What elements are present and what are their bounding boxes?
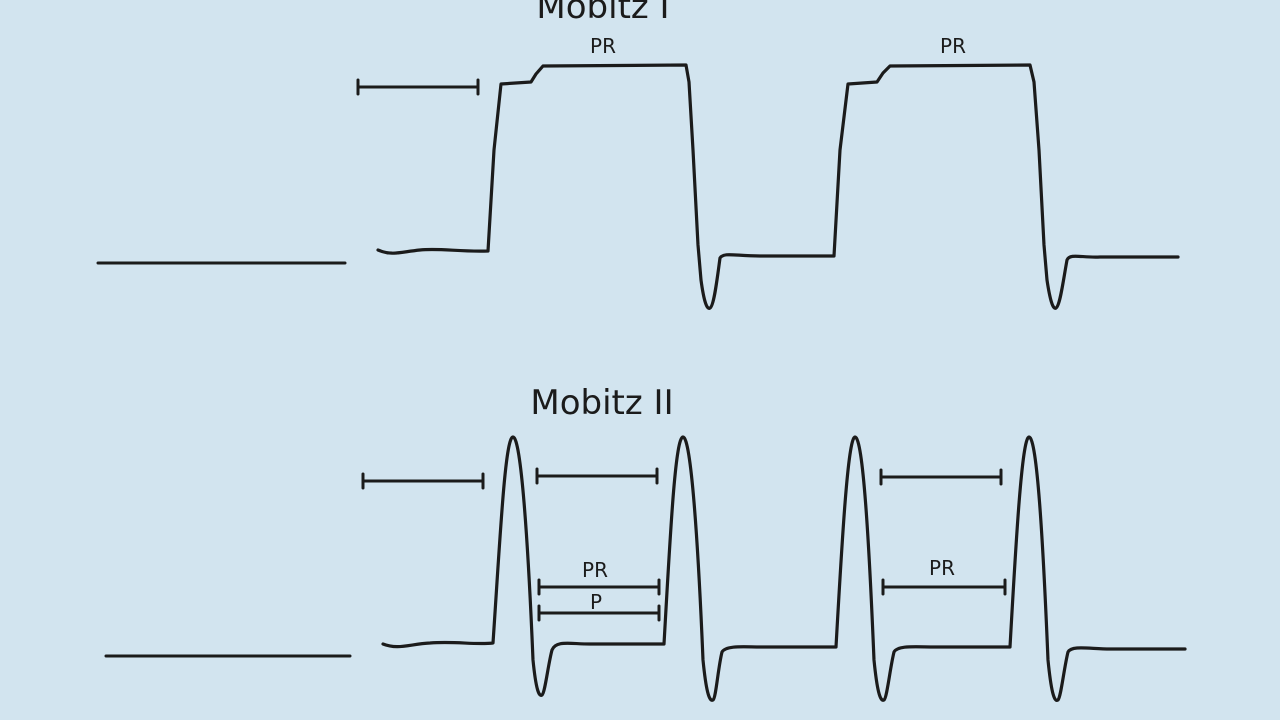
- mobitz-2-pr-label-1: PR: [582, 558, 608, 582]
- mobitz-1-pr-label-1: PR: [590, 34, 616, 58]
- mobitz-2-panel: Mobitz II: [104, 383, 1187, 702]
- mobitz-2-p-label: P: [590, 590, 602, 614]
- mobitz-2-interval-bar-left: [361, 472, 485, 490]
- mobitz-2-interval-bar-top-2: [879, 468, 1003, 486]
- mobitz-1-panel: Mobitz I PR PR: [96, 0, 1180, 310]
- mobitz-1-interval-bar: [356, 78, 480, 96]
- mobitz-2-pr-interval-1: [537, 578, 661, 596]
- mobitz-2-pr-label-2: PR: [929, 556, 955, 580]
- mobitz-2-interval-bar-top-1: [535, 467, 659, 485]
- mobitz-1-ecg-trace: [376, 63, 1180, 310]
- mobitz-2-ecg-trace: [381, 435, 1187, 702]
- mobitz-1-title: Mobitz I: [536, 0, 669, 27]
- mobitz-1-pr-label-2: PR: [940, 34, 966, 58]
- mobitz-2-pr-interval-2: [881, 578, 1007, 596]
- mobitz-2-title: Mobitz II: [530, 383, 673, 423]
- mobitz-2-p-interval: [537, 604, 661, 622]
